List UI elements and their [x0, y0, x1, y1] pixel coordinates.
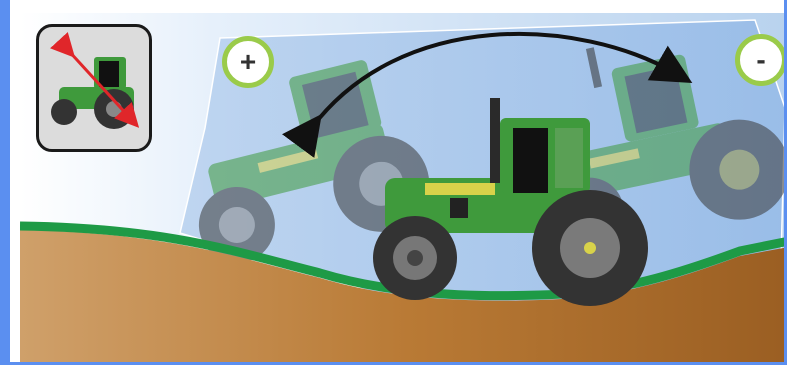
minus-badge: - [735, 34, 787, 86]
plus-badge: + [222, 36, 274, 88]
tractor-thumbnail-icon [39, 27, 149, 149]
top-strip [10, 0, 787, 13]
tractor-thumbnail [36, 24, 152, 152]
